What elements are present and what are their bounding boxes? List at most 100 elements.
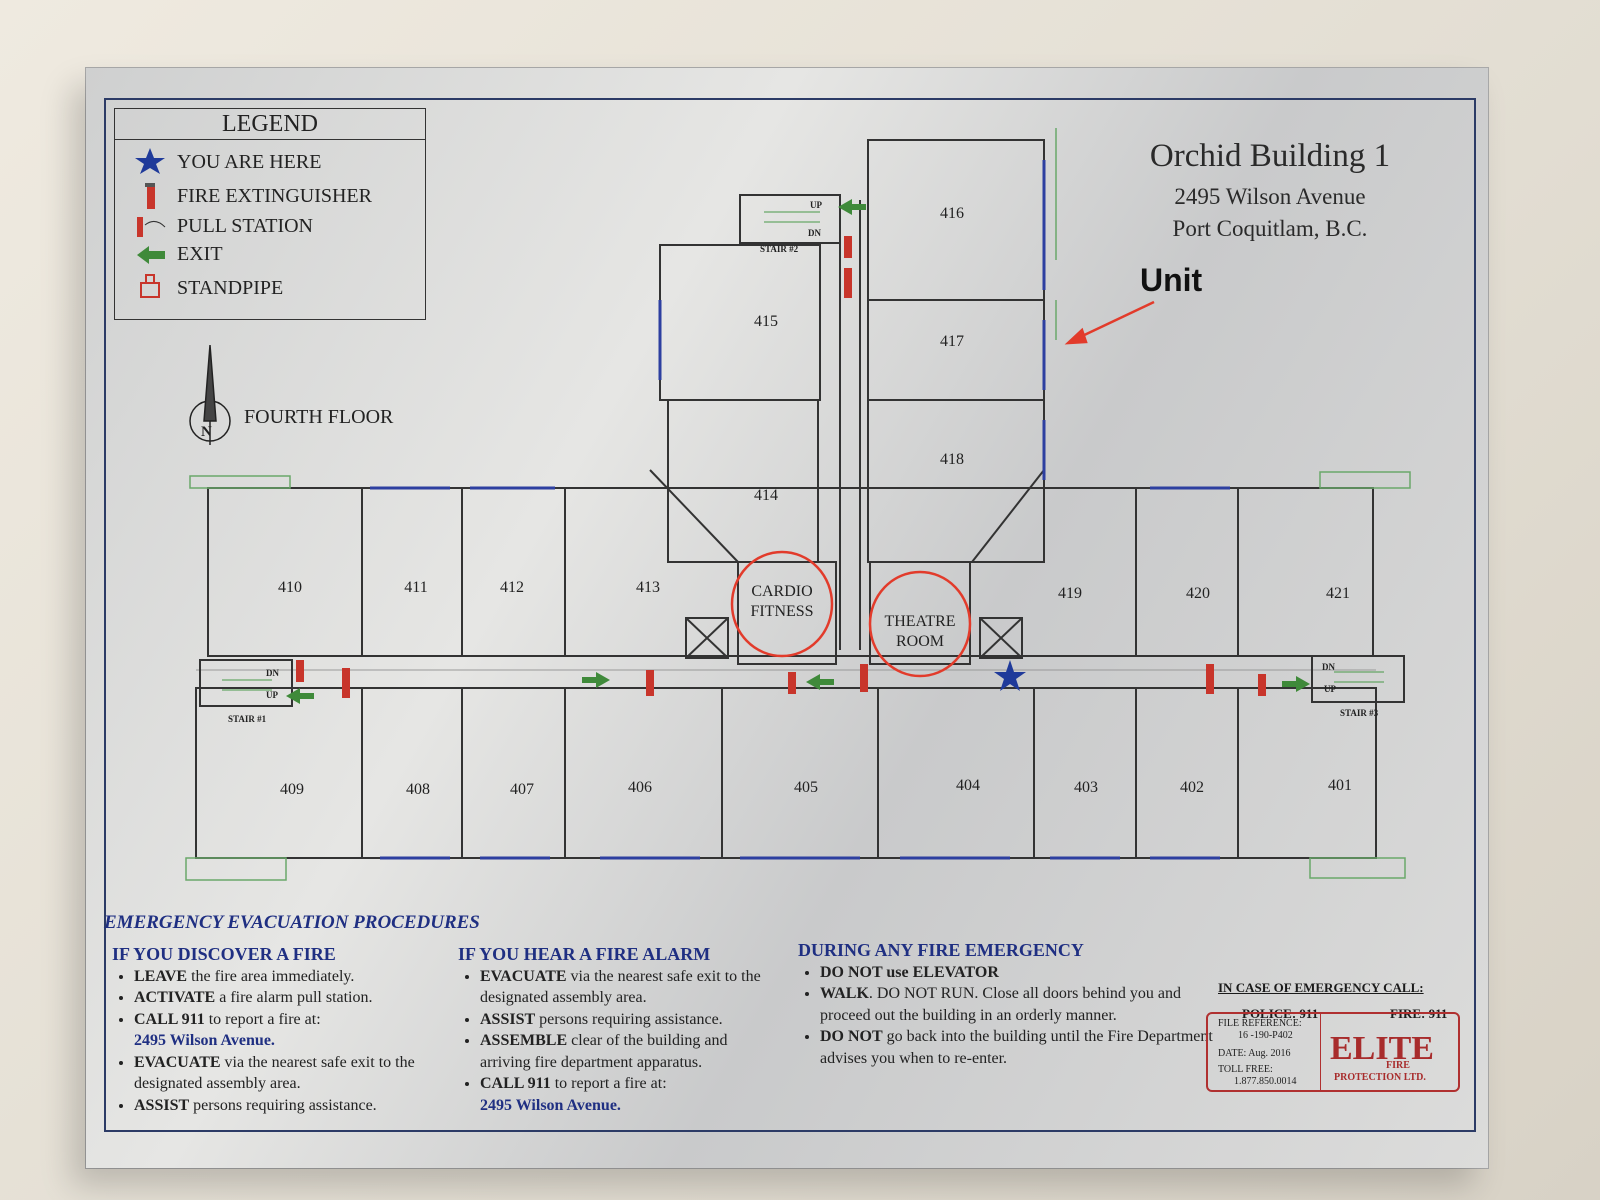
stair-3-dn: DN [1322, 662, 1335, 672]
elite-logo: ELITE [1330, 1030, 1434, 1067]
building-title: Orchid Building 1 [1149, 138, 1391, 174]
legend-item-standpipe: STANDPIPE [177, 277, 284, 299]
discover-item: EVACUATE via the nearest safe exit to th… [134, 1052, 442, 1095]
room-410: 410 [278, 579, 302, 596]
procedures-column-emergency: DURING ANY FIRE EMERGENCY DO NOT use ELE… [798, 940, 1228, 1069]
stair-3-label: STAIR #3 [1340, 708, 1379, 718]
fire-extinguisher-icon [1206, 664, 1214, 694]
file-reference-value: 16 -190-P402 [1238, 1030, 1293, 1041]
fire-extinguisher-icon [135, 181, 165, 209]
fire-extinguisher-icon [646, 670, 654, 696]
room-label: ROOM [895, 633, 945, 650]
emergency-call-heading: IN CASE OF EMERGENCY CALL: [1218, 980, 1424, 995]
emergency-heading: DURING ANY FIRE EMERGENCY [798, 940, 1084, 960]
fire-extinguisher-icon [342, 668, 350, 698]
stair-1-up: UP [266, 690, 278, 700]
cardio-label: CARDIO [751, 583, 813, 600]
stair-2-up: UP [810, 200, 822, 210]
floor-label: FOURTH FLOOR [244, 406, 394, 428]
standpipe-icon [135, 271, 165, 298]
discover-item: LEAVE the fire area immediately. [134, 966, 442, 988]
north-wing-outline [207, 487, 1374, 657]
stair-1-dn: DN [266, 668, 279, 678]
exit-arrow-icon [582, 672, 610, 688]
discover-item: ASSIST persons requiring assistance. [134, 1095, 442, 1117]
room-420: 420 [1186, 585, 1210, 602]
unit-annotation: Unit [1140, 262, 1203, 298]
fire-extinguisher-icon [788, 672, 796, 694]
room-407: 407 [510, 781, 534, 798]
legend-item-fire-extinguisher: FIRE EXTINGUISHER [177, 185, 372, 207]
evacuation-plaque [86, 68, 1488, 1168]
south-wing-outline [195, 687, 1377, 859]
pull-station-icon [135, 213, 166, 239]
plaque-border [104, 98, 1476, 1132]
legend-item-exit: EXIT [177, 243, 223, 265]
procedures-column-discover: IF YOU DISCOVER A FIRE LEAVE the fire ar… [112, 944, 442, 1116]
room-414: 414 [754, 487, 778, 504]
stair-1-label: STAIR #1 [228, 714, 267, 724]
room-cardio-fitness: CARDIO FITNESS [750, 582, 813, 622]
legend-title: LEGEND [115, 109, 425, 140]
alarm-item: ASSIST persons requiring assistance. [480, 1009, 778, 1031]
procedures-column-alarm: IF YOU HEAR A FIRE ALARM EVACUATE via th… [458, 944, 778, 1116]
legend-item-you-are-here: YOU ARE HERE [177, 151, 322, 173]
exit-arrow-icon [1282, 676, 1310, 692]
fire-extinguisher-icon [1258, 674, 1266, 696]
room-408: 408 [406, 781, 430, 798]
exit-arrow-icon [838, 199, 866, 215]
toll-free-label: TOLL FREE: [1218, 1064, 1273, 1075]
room-402: 402 [1180, 779, 1204, 796]
room-419: 419 [1058, 585, 1082, 602]
room-412: 412 [500, 579, 524, 596]
room-406: 406 [628, 779, 652, 796]
extinguishers [296, 236, 1266, 698]
theatre-label: THEATRE [884, 613, 956, 630]
star-icon [135, 147, 165, 174]
elite-fire-text: FIRE [1386, 1060, 1410, 1071]
fire-extinguisher-icon [296, 660, 304, 682]
fire-extinguisher-icon [844, 268, 852, 298]
room-404: 404 [956, 777, 980, 794]
theatre-highlight-circle [868, 570, 972, 678]
reference-box: FILE REFERENCE: 16 -190-P402 DATE: Aug. … [1206, 1012, 1460, 1092]
you-are-here-star-icon [994, 660, 1026, 691]
exit-arrow-icon [806, 674, 834, 690]
exit-arrow-icon [135, 243, 165, 269]
room-411: 411 [404, 579, 428, 596]
emergency-item: WALK. DO NOT RUN. Close all doors behind… [820, 983, 1228, 1026]
emergency-item: DO NOT go back into the building until t… [820, 1026, 1228, 1069]
compass-icon [189, 344, 231, 445]
room-418: 418 [940, 451, 964, 468]
fitness-label: FITNESS [750, 603, 814, 620]
stair-2-dn: DN [808, 228, 821, 238]
discover-item: CALL 911 to report a fire at:2495 Wilson… [134, 1009, 442, 1052]
room-405: 405 [794, 779, 818, 796]
discover-heading: IF YOU DISCOVER A FIRE [112, 944, 336, 964]
room-theatre: THEATRE ROOM [884, 612, 955, 652]
room-416: 416 [940, 205, 964, 222]
alarm-item: EVACUATE via the nearest safe exit to th… [480, 966, 778, 1009]
toll-free-value: 1.877.850.0014 [1234, 1076, 1297, 1087]
legend-item-pull-station: PULL STATION [177, 215, 313, 237]
discover-item: ACTIVATE a fire alarm pull station. [134, 987, 442, 1009]
stair-3-up: UP [1324, 684, 1336, 694]
alarm-heading: IF YOU HEAR A FIRE ALARM [458, 944, 711, 964]
room-421: 421 [1326, 585, 1350, 602]
room-415: 415 [754, 313, 778, 330]
fire-extinguisher-icon [844, 236, 852, 258]
emergency-item: DO NOT use ELEVATOR [820, 962, 1228, 984]
file-reference-label: FILE REFERENCE: [1218, 1018, 1302, 1029]
address-line-2: Port Coquitlam, B.C. [1172, 216, 1368, 241]
compass-north-letter: N [201, 424, 212, 440]
legend-box: LEGEND YOU ARE HERE FIRE EXTINGUISHER PU… [114, 108, 426, 320]
fire-extinguisher-icon [860, 664, 868, 692]
stair-2-label: STAIR #2 [760, 244, 799, 254]
room-417: 417 [940, 333, 964, 350]
alarm-item: ASSEMBLE clear of the building and arriv… [480, 1030, 778, 1073]
room-401: 401 [1328, 777, 1352, 794]
room-403: 403 [1074, 779, 1098, 796]
procedures-title: EMERGENCY EVACUATION PROCEDURES [104, 912, 480, 933]
exit-arrow-icon [286, 688, 314, 704]
